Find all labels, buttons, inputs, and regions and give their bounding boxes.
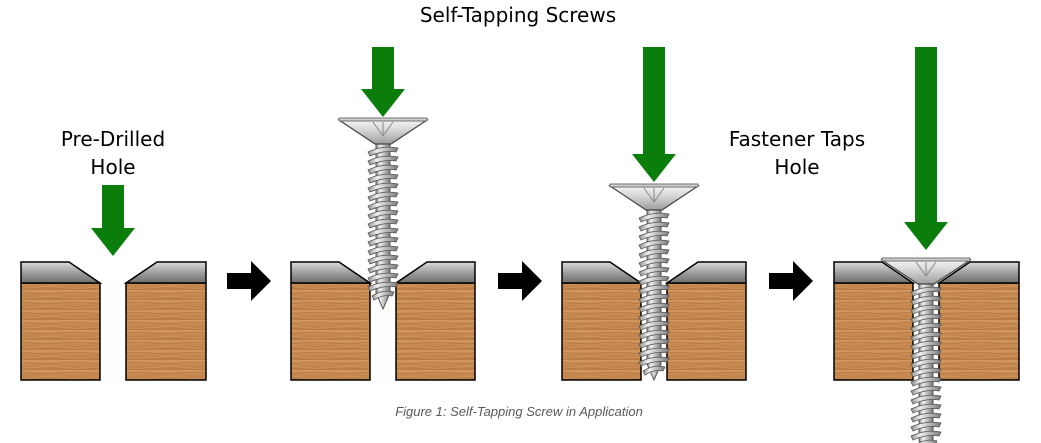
- screw-thread: [910, 376, 942, 387]
- wood-block-icon: [561, 261, 747, 381]
- screw-head-rim: [609, 183, 699, 188]
- wood-left: [561, 282, 642, 381]
- screw-thread: [367, 227, 399, 238]
- screw-thread: [638, 338, 670, 349]
- screw-thread: [638, 257, 670, 268]
- screw-thread: [910, 340, 942, 351]
- screw-thread: [367, 146, 399, 157]
- force-arrows: [91, 47, 948, 256]
- screw-thread: [638, 302, 670, 313]
- wood-blocks: [20, 261, 1020, 381]
- screw-thread: [638, 347, 670, 358]
- screw-thread: [910, 385, 942, 396]
- figure-caption: Figure 1: Self-Tapping Screw in Applicat…: [395, 404, 643, 419]
- screw-icon: [337, 117, 429, 311]
- step-arrows: [227, 261, 813, 301]
- screw-thread: [910, 331, 942, 342]
- plate-right: [664, 261, 747, 284]
- screw-thread: [642, 365, 666, 376]
- plate-right: [123, 261, 207, 284]
- screw-thread: [638, 221, 670, 232]
- screw-thread: [638, 293, 670, 304]
- fastener-taps-label-line2: Hole: [774, 155, 819, 179]
- screws: [337, 117, 972, 443]
- screw-thread: [910, 295, 942, 306]
- wood-left: [20, 282, 101, 381]
- wood-right: [125, 282, 207, 381]
- force-arrow-icon: [904, 47, 948, 250]
- screw-thread: [910, 412, 942, 423]
- screw-thread: [367, 254, 399, 265]
- wood-right: [938, 282, 1020, 381]
- wood-block-icon: [833, 261, 1020, 381]
- screw-thread: [910, 304, 942, 315]
- screw-thread: [638, 266, 670, 277]
- screw-thread: [638, 311, 670, 322]
- screw-thread: [910, 394, 942, 405]
- pre-drilled-label-line1: Pre-Drilled: [61, 127, 165, 151]
- screw-thread: [367, 200, 399, 211]
- fastener-taps-label-line1: Fastener Taps: [729, 127, 865, 151]
- screw-thread: [367, 245, 399, 256]
- screw-thread: [638, 284, 670, 295]
- plate-left: [833, 261, 916, 284]
- screw-thread: [638, 329, 670, 340]
- step-arrow-icon: [227, 261, 271, 301]
- wood-block-icon: [20, 261, 207, 381]
- screw-icon: [880, 257, 972, 443]
- screw-thread: [910, 322, 942, 333]
- plate-left: [290, 261, 373, 284]
- screw-thread: [910, 358, 942, 369]
- screw-thread: [638, 248, 670, 259]
- step-arrow-icon: [498, 261, 542, 301]
- screw-thread: [367, 209, 399, 220]
- plate-left: [561, 261, 644, 284]
- screw-thread: [367, 263, 399, 274]
- screw-thread: [910, 421, 942, 432]
- plate-right: [393, 261, 476, 284]
- wood-right: [395, 282, 476, 381]
- wood-right: [666, 282, 747, 381]
- screw-thread: [910, 286, 942, 297]
- screw-icon: [608, 183, 700, 382]
- screw-thread: [367, 281, 399, 292]
- screw-thread: [910, 313, 942, 324]
- screw-thread: [910, 349, 942, 360]
- wood-left: [290, 282, 371, 381]
- screw-thread: [367, 218, 399, 229]
- pre-drilled-label-line2: Hole: [90, 155, 135, 179]
- screw-thread: [367, 191, 399, 202]
- plate-right: [936, 261, 1020, 284]
- wood-left: [833, 282, 914, 381]
- screw-thread: [638, 239, 670, 250]
- screw-head-rim: [338, 117, 428, 122]
- screw-thread: [910, 430, 942, 441]
- step-arrow-icon: [769, 261, 813, 301]
- screw-thread: [638, 320, 670, 331]
- force-arrow-icon: [91, 185, 135, 256]
- screw-thread: [638, 230, 670, 241]
- screw-thread: [910, 403, 942, 414]
- screw-thread: [367, 182, 399, 193]
- screw-thread: [367, 272, 399, 283]
- force-arrow-icon: [361, 47, 405, 117]
- diagram-title: Self-Tapping Screws: [420, 3, 616, 27]
- screw-thread: [367, 173, 399, 184]
- screw-thread: [917, 439, 938, 443]
- wood-block-icon: [290, 261, 476, 381]
- screw-thread: [367, 164, 399, 175]
- screw-thread: [371, 290, 395, 301]
- screw-head-rim: [881, 257, 971, 262]
- screw-thread: [367, 236, 399, 247]
- plate-left: [20, 261, 103, 284]
- screw-thread: [638, 212, 670, 223]
- force-arrow-icon: [632, 47, 676, 182]
- screw-thread: [367, 155, 399, 166]
- screw-thread: [638, 275, 670, 286]
- screw-thread: [910, 367, 942, 378]
- screw-thread: [638, 356, 670, 367]
